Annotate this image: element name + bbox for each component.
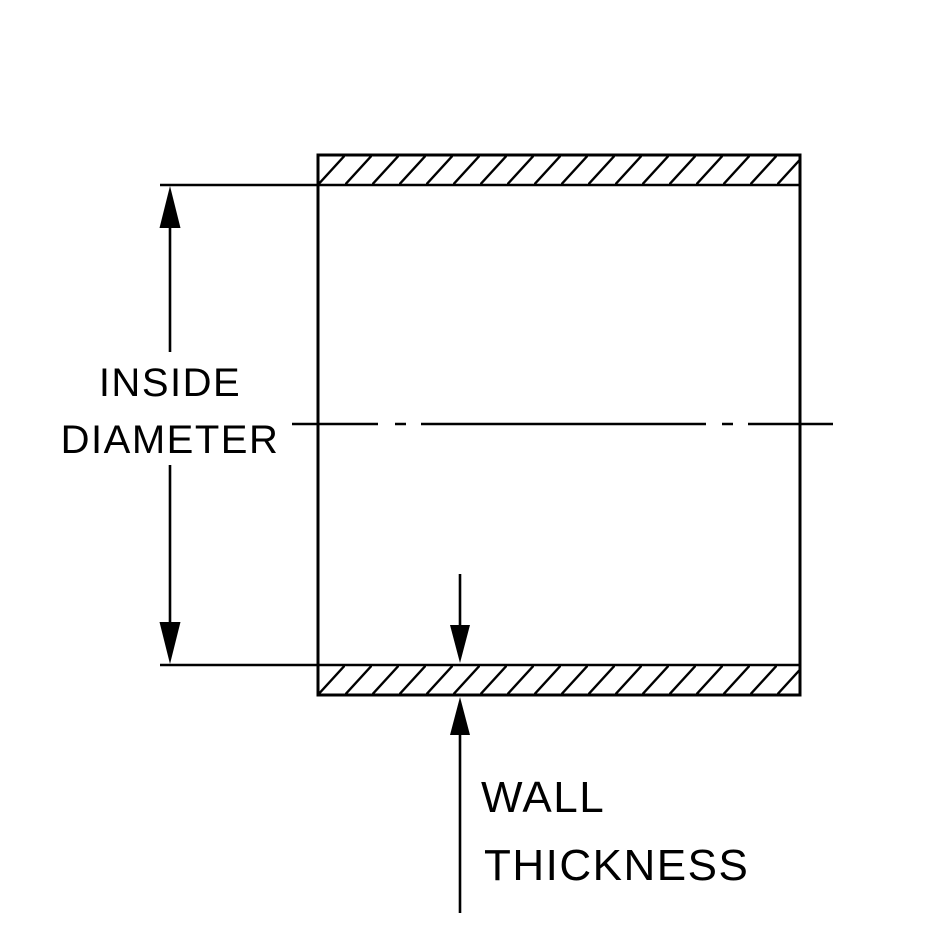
arrow-up-icon	[450, 697, 470, 735]
arrow-up-icon	[159, 186, 181, 228]
wall-thickness-label-line-1: WALL	[481, 773, 605, 822]
arrow-down-icon	[450, 625, 470, 663]
bottom-wall-hatching	[318, 665, 800, 695]
wall-thickness-label-line-2: THICKNESS	[484, 841, 749, 890]
wall-thickness-dimension: WALL THICKNESS	[450, 574, 749, 913]
inside-diameter-label-line-1: INSIDE	[99, 361, 241, 405]
inside-diameter-label-line-2: DIAMETER	[61, 418, 280, 462]
arrow-down-icon	[159, 622, 181, 664]
top-wall-hatching	[318, 155, 800, 185]
inside-diameter-dimension: INSIDE DIAMETER	[61, 183, 318, 667]
